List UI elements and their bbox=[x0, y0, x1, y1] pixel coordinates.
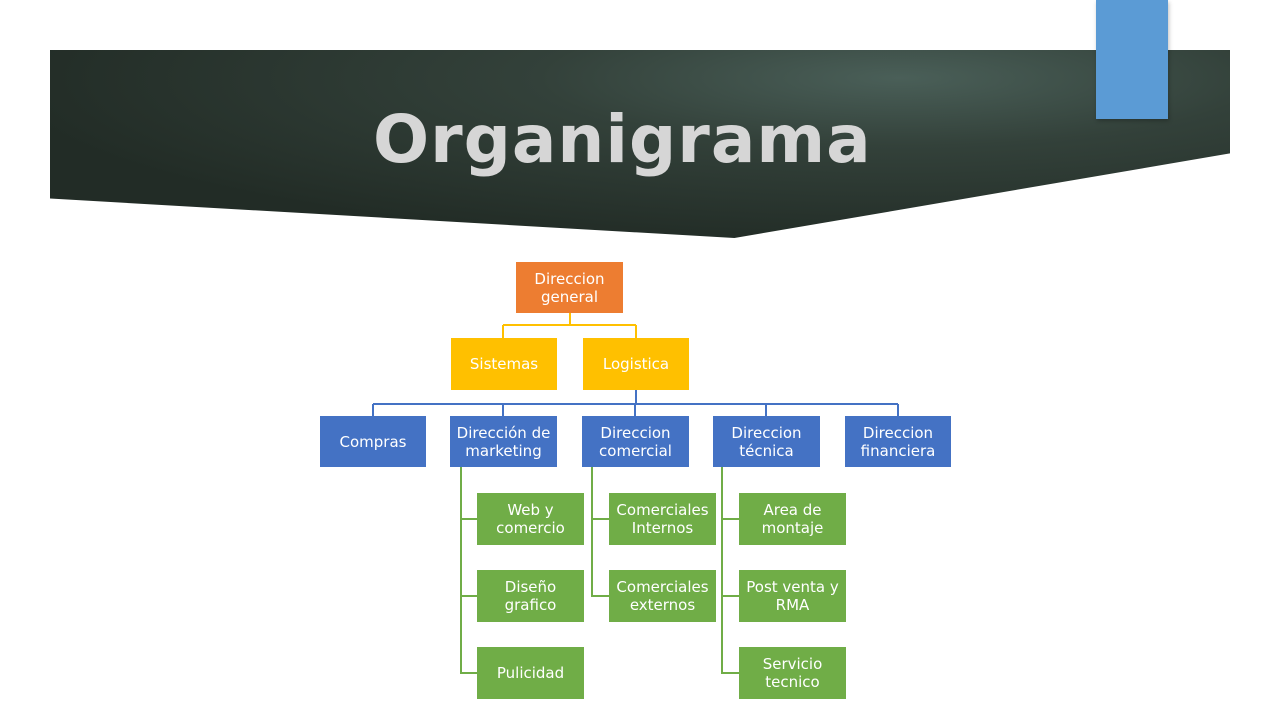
node-direccion-financiera: Direccion financiera bbox=[845, 416, 951, 467]
connector-root bbox=[502, 313, 637, 338]
node-logistica: Logistica bbox=[583, 338, 689, 390]
node-diseno-grafico: Diseño grafico bbox=[477, 570, 584, 622]
node-servicio-tecnico: Servicio tecnico bbox=[739, 647, 846, 699]
connector-comercial bbox=[591, 467, 609, 597]
slide-title: Organigrama bbox=[373, 101, 872, 178]
node-area-montaje: Area de montaje bbox=[739, 493, 846, 545]
node-sistemas: Sistemas bbox=[451, 338, 557, 390]
connector-marketing bbox=[460, 467, 477, 674]
connectors-level3 bbox=[460, 467, 739, 674]
node-web-comercio: Web y comercio bbox=[477, 493, 584, 545]
node-compras: Compras bbox=[320, 416, 426, 467]
node-comerciales-internos: Comerciales Internos bbox=[609, 493, 716, 545]
connectors-level1 bbox=[502, 313, 637, 338]
connector-tecnica bbox=[721, 467, 739, 674]
connector-logistica bbox=[372, 390, 899, 416]
node-direccion-tecnica: Direccion técnica bbox=[713, 416, 820, 467]
node-publicidad: Pulicidad bbox=[477, 647, 584, 699]
accent-tab bbox=[1096, 0, 1168, 119]
node-comerciales-externos: Comerciales externos bbox=[609, 570, 716, 622]
node-direccion-marketing: Dirección de marketing bbox=[450, 416, 557, 467]
node-direccion-comercial: Direccion comercial bbox=[582, 416, 689, 467]
node-post-venta-rma: Post venta y RMA bbox=[739, 570, 846, 622]
node-direccion-general: Direccion general bbox=[516, 262, 623, 313]
connectors-level2 bbox=[372, 390, 899, 416]
